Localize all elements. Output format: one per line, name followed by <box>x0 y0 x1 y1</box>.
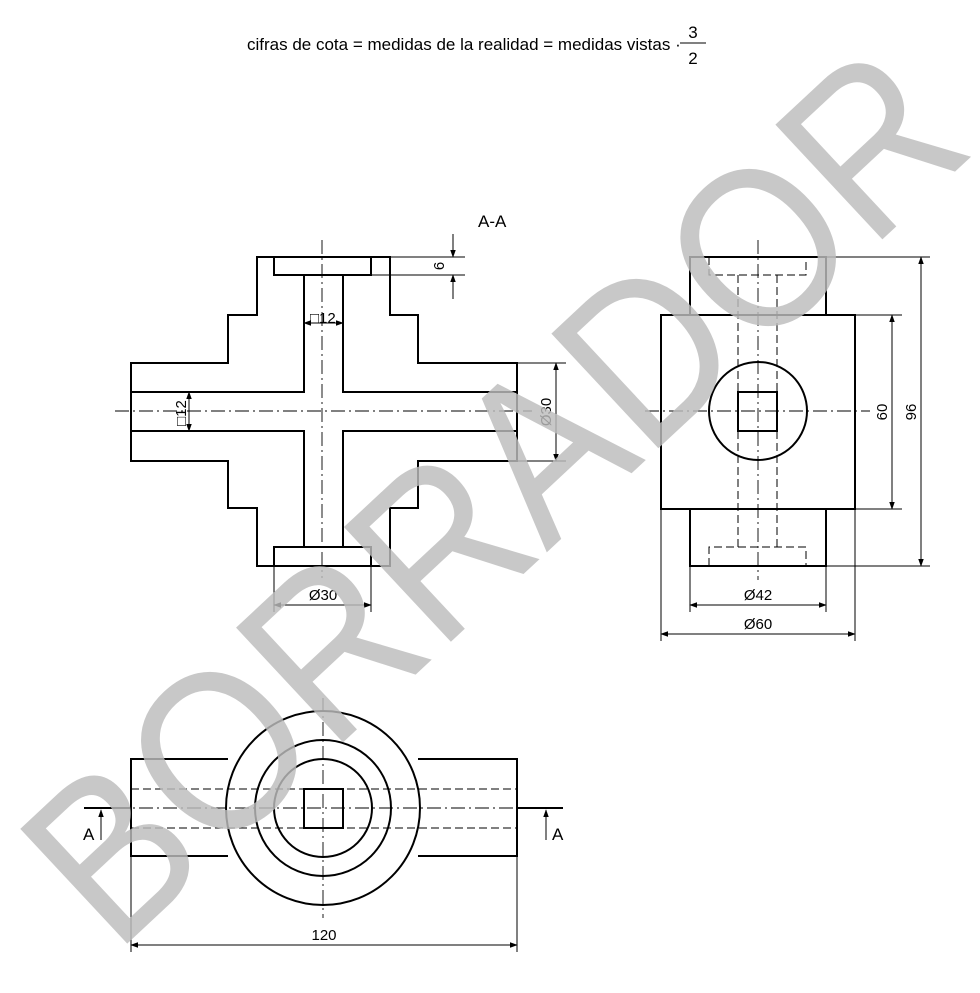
dim-dia60: Ø60 <box>660 509 856 641</box>
dim-dia30-bottom-label: Ø30 <box>309 587 337 604</box>
fraction-numerator: 3 <box>688 23 697 42</box>
formula-text: cifras de cota = medidas de la realidad … <box>247 35 681 54</box>
cut-label-right: A <box>552 825 564 844</box>
section-title: A-A <box>478 212 507 231</box>
cutting-plane-a-a: A A <box>83 807 564 844</box>
dim-60-label: 60 <box>874 404 891 421</box>
section-view-a-a: A-A 6 □ <box>115 212 566 612</box>
counterbore-top <box>273 256 372 276</box>
top-view: A A 120 <box>83 698 564 952</box>
cut-label-left: A <box>83 825 95 844</box>
side-top-boss <box>689 256 827 315</box>
dim-dia30-arm: Ø30 <box>517 362 566 462</box>
dim-6: 6 <box>371 234 465 299</box>
dim-120-label: 120 <box>311 927 336 944</box>
dim-dia42-label: Ø42 <box>744 587 772 604</box>
dim-6-label: 6 <box>431 262 448 270</box>
fraction-denominator: 2 <box>688 49 697 68</box>
counterbore-bottom <box>273 546 372 567</box>
top-right-arm <box>418 758 518 857</box>
dim-sq12-h-label: □12 <box>173 400 190 426</box>
side-view: 60 96 Ø42 Ø60 <box>645 240 930 641</box>
scale-formula: cifras de cota = medidas de la realidad … <box>247 23 706 68</box>
dim-96: 96 <box>826 256 930 567</box>
dim-60: 60 <box>855 314 902 510</box>
dim-sq12-v-label: □12 <box>310 310 336 327</box>
dim-dia30-bottom: Ø30 <box>273 566 372 612</box>
dim-square-12-vertical: □12 <box>303 310 344 327</box>
dim-96-label: 96 <box>903 404 920 421</box>
dim-dia60-label: Ø60 <box>744 616 772 633</box>
dim-square-12-horizontal: □12 <box>173 391 192 432</box>
dim-120: 120 <box>130 856 518 952</box>
dim-dia30-arm-label: Ø30 <box>538 398 555 426</box>
dim-dia42: Ø42 <box>689 566 827 612</box>
